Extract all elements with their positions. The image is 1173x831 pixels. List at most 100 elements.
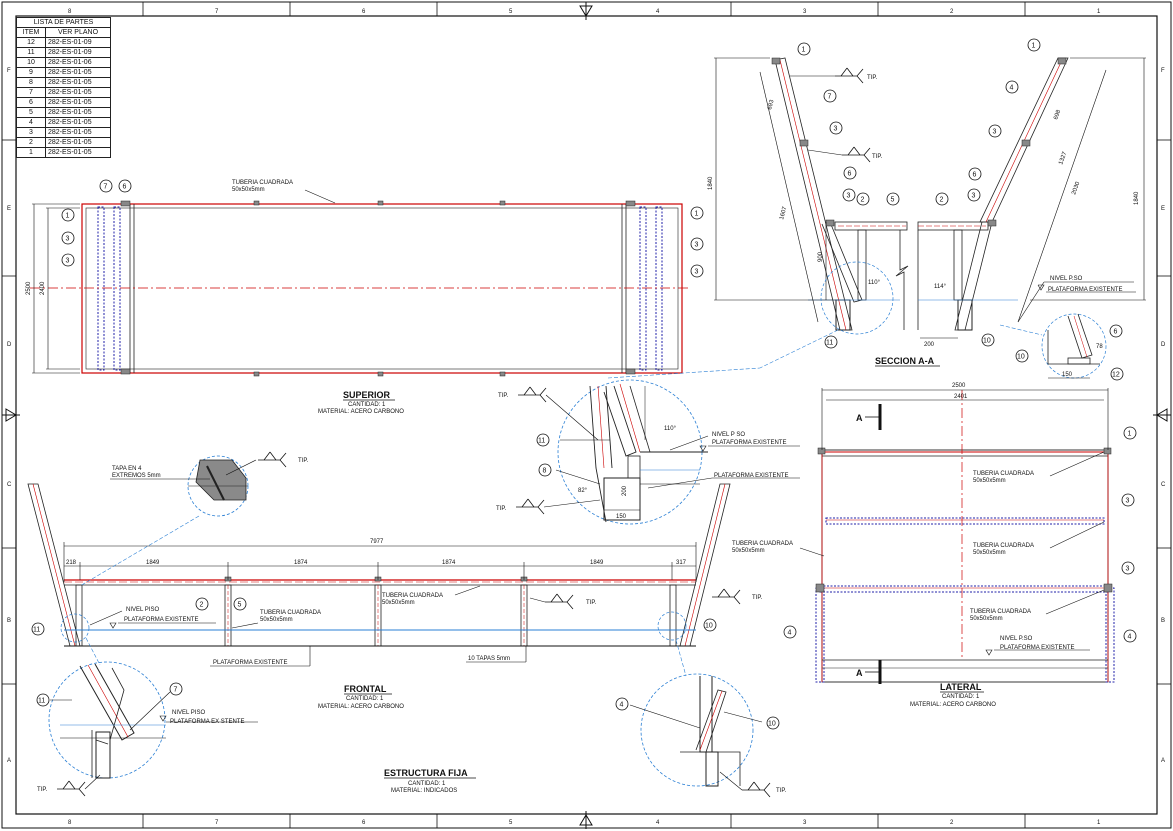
svg-text:2: 2 bbox=[200, 602, 204, 609]
balloon-front-11: 11 bbox=[31, 622, 45, 636]
svg-text:MATERIAL: INDICADOS: MATERIAL: INDICADOS bbox=[391, 788, 457, 794]
balloons: 1 3 3 7 6 1 3 3 11 2 5 10 11 7 4 10 11 8… bbox=[31, 38, 1137, 730]
svg-text:MATERIAL: ACERO CARBONO: MATERIAL: ACERO CARBONO bbox=[318, 704, 404, 710]
svg-text:1: 1 bbox=[1097, 820, 1101, 826]
svg-text:3: 3 bbox=[847, 193, 851, 200]
svg-text:11: 11 bbox=[826, 340, 833, 347]
svg-text:693: 693 bbox=[767, 99, 776, 111]
svg-text:3: 3 bbox=[834, 126, 838, 133]
svg-text:E: E bbox=[7, 206, 11, 212]
balloon-sec-7: 7 bbox=[823, 89, 837, 103]
svg-text:TIP.: TIP. bbox=[586, 600, 597, 606]
svg-text:10: 10 bbox=[983, 338, 991, 345]
balloon-det-10: 10 bbox=[766, 716, 780, 730]
svg-text:10: 10 bbox=[768, 721, 776, 728]
svg-text:C: C bbox=[7, 482, 12, 488]
svg-text:4: 4 bbox=[1128, 634, 1132, 641]
svg-text:TUBERIA CUADRADA: TUBERIA CUADRADA bbox=[382, 593, 443, 599]
svg-text:NIVEL P.SO: NIVEL P.SO bbox=[1000, 636, 1033, 642]
svg-text:NIVEL PISO: NIVEL PISO bbox=[126, 607, 159, 613]
svg-text:CANTIDAD: 1: CANTIDAD: 1 bbox=[408, 781, 446, 787]
svg-text:TUBERIA CUADRADA: TUBERIA CUADRADA bbox=[232, 180, 293, 186]
svg-text:TUBERIA CUADRADA: TUBERIA CUADRADA bbox=[973, 471, 1034, 477]
svg-text:PLATAFORMA EXISTENTE: PLATAFORMA EXISTENTE bbox=[1000, 645, 1074, 651]
svg-text:50x50x5mm: 50x50x5mm bbox=[973, 478, 1006, 484]
svg-text:PLATAFORMA EXISTENTE: PLATAFORMA EXISTENTE bbox=[712, 440, 786, 446]
svg-text:1607: 1607 bbox=[779, 205, 788, 220]
view-lateral: 2500 2401 A A TUBERIA CUADRADA 50x50x5mm… bbox=[732, 383, 1115, 708]
svg-text:3: 3 bbox=[803, 820, 807, 826]
svg-text:1849: 1849 bbox=[590, 560, 604, 566]
svg-text:7: 7 bbox=[215, 9, 219, 15]
svg-text:MATERIAL: ACERO CARBONO: MATERIAL: ACERO CARBONO bbox=[318, 409, 404, 415]
svg-text:3: 3 bbox=[695, 269, 699, 276]
balloon-sec-3rr: 3 bbox=[988, 124, 1002, 138]
svg-text:C: C bbox=[1161, 482, 1166, 488]
svg-text:110°: 110° bbox=[664, 426, 677, 432]
svg-text:6: 6 bbox=[362, 820, 366, 826]
balloon-lat-1: 1 bbox=[1123, 426, 1137, 440]
balloon-sec-10: 10 bbox=[981, 333, 995, 347]
balloon-det-4: 4 bbox=[615, 697, 629, 711]
balloon-sec-1l: 1 bbox=[797, 42, 811, 56]
svg-text:TIP.: TIP. bbox=[37, 787, 48, 793]
balloon-front-2: 2 bbox=[195, 597, 209, 611]
col-ver-plano: VER PLANO bbox=[45, 27, 111, 38]
svg-text:PLATAFORMA EXISTENTE: PLATAFORMA EXISTENTE bbox=[714, 473, 788, 479]
balloon-sec-4: 4 bbox=[1005, 80, 1019, 94]
svg-text:PLATAFORMA EXISTENTE: PLATAFORMA EXISTENTE bbox=[1048, 287, 1122, 293]
balloon-sec-1r: 1 bbox=[1027, 38, 1041, 52]
balloon-sec-10d: 10 bbox=[1015, 349, 1029, 363]
svg-text:200: 200 bbox=[924, 342, 935, 348]
svg-text:200: 200 bbox=[622, 485, 628, 496]
svg-text:50x50x5mm: 50x50x5mm bbox=[382, 600, 415, 606]
balloon-det-11: 11 bbox=[36, 693, 50, 707]
svg-text:8: 8 bbox=[68, 820, 72, 826]
balloon-sup-1r: 1 bbox=[690, 206, 704, 220]
svg-text:2400: 2400 bbox=[40, 281, 46, 295]
svg-text:50x50x5mm: 50x50x5mm bbox=[260, 617, 293, 623]
svg-text:NIVEL P SO: NIVEL P SO bbox=[712, 432, 745, 438]
svg-text:10: 10 bbox=[705, 623, 713, 630]
balloon-sup-3a: 3 bbox=[61, 231, 75, 245]
svg-text:1: 1 bbox=[695, 211, 699, 218]
svg-text:NIVEL PISO: NIVEL PISO bbox=[172, 710, 205, 716]
svg-text:A: A bbox=[856, 668, 863, 678]
svg-text:110°: 110° bbox=[868, 280, 881, 286]
svg-text:TAPA EN 4: TAPA EN 4 bbox=[112, 466, 142, 472]
svg-text:TUBERIA CUADRADA: TUBERIA CUADRADA bbox=[260, 610, 321, 616]
svg-text:150: 150 bbox=[616, 514, 627, 520]
svg-text:3: 3 bbox=[993, 129, 997, 136]
svg-text:6: 6 bbox=[848, 171, 852, 178]
balloon-sup-7: 7 bbox=[99, 179, 113, 193]
svg-text:5: 5 bbox=[238, 602, 242, 609]
svg-text:50x50x5mm: 50x50x5mm bbox=[970, 616, 1003, 622]
detail-bottom-right: TIP. bbox=[629, 673, 787, 798]
balloon-sec-6l: 6 bbox=[843, 166, 857, 180]
balloon-sup-3r: 3 bbox=[690, 237, 704, 251]
svg-text:TIP.: TIP. bbox=[498, 393, 509, 399]
svg-text:A: A bbox=[856, 413, 863, 423]
svg-text:TUBERIA CUADRADA: TUBERIA CUADRADA bbox=[732, 541, 793, 547]
svg-text:PLATAFORMA EX STENTE: PLATAFORMA EX STENTE bbox=[170, 719, 244, 725]
svg-text:3: 3 bbox=[1126, 498, 1130, 505]
svg-text:1: 1 bbox=[1128, 431, 1132, 438]
view-seccion-aa: 1840 1840 1607 693 900 698 1327 2030 110… bbox=[607, 57, 1146, 379]
svg-text:4: 4 bbox=[620, 702, 624, 709]
svg-text:5: 5 bbox=[509, 820, 513, 826]
balloon-lat-4r: 4 bbox=[1123, 629, 1137, 643]
svg-text:6: 6 bbox=[362, 9, 366, 15]
svg-text:PLATAFORMA EXISTENTE: PLATAFORMA EXISTENTE bbox=[213, 660, 287, 666]
svg-text:TIP.: TIP. bbox=[872, 154, 883, 160]
svg-text:CANTIDAD: 1: CANTIDAD: 1 bbox=[348, 402, 386, 408]
svg-text:2: 2 bbox=[861, 197, 865, 204]
balloon-sec-3r: 3 bbox=[967, 188, 981, 202]
svg-text:5: 5 bbox=[891, 197, 895, 204]
svg-text:2: 2 bbox=[950, 820, 954, 826]
svg-text:1: 1 bbox=[802, 47, 806, 54]
